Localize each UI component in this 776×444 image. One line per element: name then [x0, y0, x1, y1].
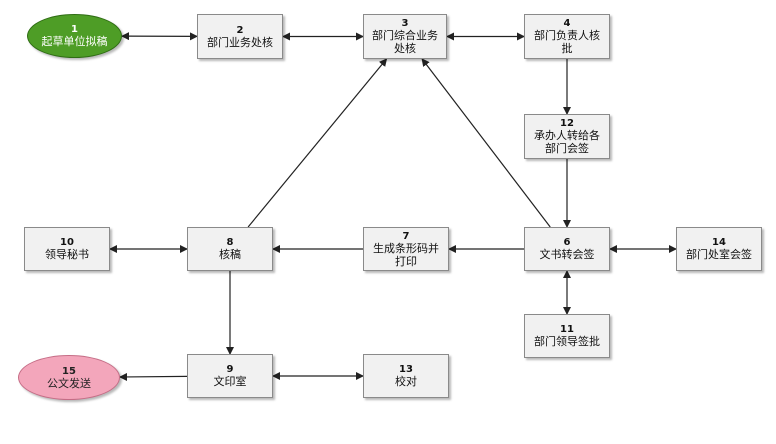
- edge-9-to-15: [119, 372, 188, 381]
- node-15-number: 15: [62, 365, 76, 377]
- node-2-number: 2: [236, 24, 244, 36]
- node-11-label: 部门领导签批: [534, 335, 600, 348]
- node-6[interactable]: 6 文书转会签: [524, 227, 610, 271]
- node-7-label: 生成条形码并打印: [373, 241, 439, 268]
- edge-6-to-3: [421, 58, 551, 228]
- node-2[interactable]: 2 部门业务处核: [197, 14, 283, 59]
- node-9[interactable]: 9 文印室: [187, 354, 273, 398]
- node-10[interactable]: 10 领导秘书: [24, 227, 110, 271]
- node-8[interactable]: 8 核稿: [187, 227, 273, 271]
- node-1-label: 起草单位拟稿: [41, 35, 108, 48]
- node-14-label: 部门处室会签: [686, 248, 752, 261]
- node-3-label: 部门综合业务处核: [372, 29, 438, 55]
- node-6-label: 文书转会签: [539, 248, 595, 261]
- node-10-number: 10: [60, 237, 74, 248]
- node-9-label: 文印室: [213, 375, 247, 388]
- node-2-label: 部门业务处核: [207, 35, 273, 49]
- node-7-number: 7: [402, 230, 410, 242]
- node-13[interactable]: 13 校对: [363, 354, 449, 398]
- node-14[interactable]: 14 部门处室会签: [676, 227, 762, 271]
- node-15-label: 公文发送: [47, 376, 91, 390]
- node-12-label: 承办人转给各部门会签: [534, 129, 600, 155]
- edge-8-to-3: [247, 58, 388, 228]
- node-4[interactable]: 4 部门负责人核批: [524, 14, 610, 59]
- node-15-end[interactable]: 15 公文发送: [18, 355, 120, 400]
- node-1-start[interactable]: 1 起草单位拟稿: [27, 14, 122, 58]
- node-3[interactable]: 3 部门综合业务处核: [363, 14, 447, 59]
- node-7[interactable]: 7 生成条形码并打印: [363, 227, 449, 271]
- node-13-label: 校对: [395, 375, 417, 388]
- node-4-label: 部门负责人核批: [534, 29, 600, 55]
- node-6-number: 6: [563, 237, 571, 248]
- node-8-label: 核稿: [219, 248, 241, 261]
- node-12[interactable]: 12 承办人转给各部门会签: [524, 114, 610, 159]
- node-11[interactable]: 11 部门领导签批: [524, 314, 610, 358]
- node-13-number: 13: [399, 364, 413, 375]
- node-4-number: 4: [563, 18, 571, 29]
- node-11-number: 11: [560, 324, 574, 335]
- node-10-label: 领导秘书: [45, 248, 89, 261]
- node-12-number: 12: [560, 118, 574, 129]
- node-8-number: 8: [226, 237, 234, 248]
- node-9-number: 9: [226, 364, 234, 375]
- node-14-number: 14: [712, 237, 726, 248]
- node-3-number: 3: [401, 18, 409, 29]
- node-1-number: 1: [71, 24, 78, 35]
